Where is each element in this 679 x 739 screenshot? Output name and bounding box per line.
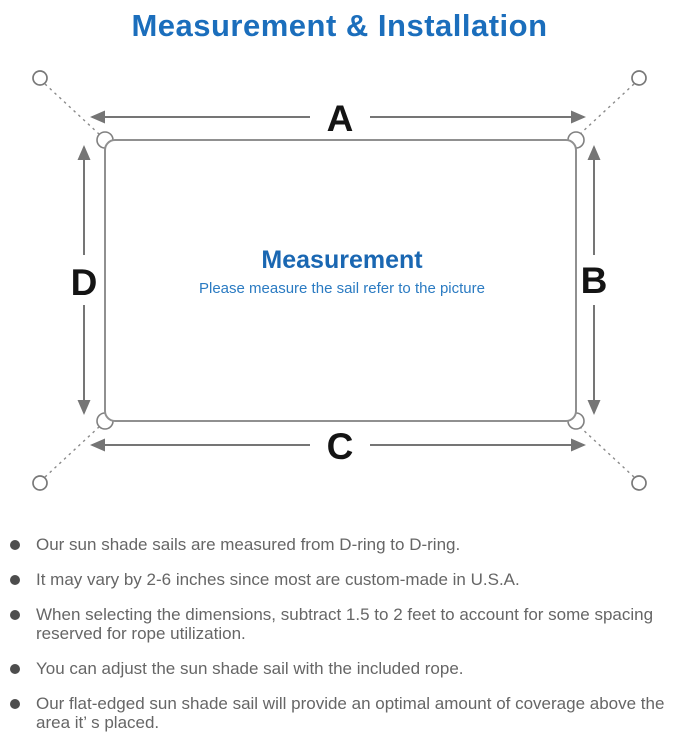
list-item: It may vary by 2-6 inches since most are… <box>10 570 679 589</box>
anchor-point-icon-bottom-left <box>32 475 48 491</box>
note-text: When selecting the dimensions, subtract … <box>36 605 654 643</box>
bullet-icon <box>10 575 20 585</box>
measurement-diagram: A B C D Measurement Please measure the s… <box>32 70 647 491</box>
page-title: Measurement & Installation <box>131 8 548 43</box>
dimension-label-c: C <box>327 426 354 467</box>
note-text: You can adjust the sun shade sail with t… <box>36 659 464 678</box>
anchor-point-icon-bottom-right <box>631 475 647 491</box>
note-text: It may vary by 2-6 inches since most are… <box>36 570 520 589</box>
diagram-center-heading: Measurement <box>261 246 423 274</box>
dimension-label-b: B <box>581 260 608 301</box>
dimension-label-d: D <box>71 262 98 303</box>
list-item: You can adjust the sun shade sail with t… <box>10 659 679 678</box>
anchor-point-icon-top-right <box>631 70 647 86</box>
sail-rectangle <box>104 139 577 422</box>
list-item: Our flat-edged sun shade sail will provi… <box>10 694 679 732</box>
rope-dashed-line-top-left <box>44 83 100 135</box>
note-text: Our flat-edged sun shade sail will provi… <box>36 694 665 732</box>
note-text: Our sun shade sails are measured from D-… <box>36 535 461 554</box>
diagram-center-subheading: Please measure the sail refer to the pic… <box>199 280 485 297</box>
notes-list: Our sun shade sails are measured from D-… <box>0 535 679 732</box>
rope-dashed-line-bottom-right <box>579 426 635 478</box>
rope-dashed-line-bottom-left <box>44 426 100 478</box>
bullet-icon <box>10 540 20 550</box>
list-item: When selecting the dimensions, subtract … <box>10 605 679 643</box>
bullet-icon <box>10 610 20 620</box>
anchor-point-icon-top-left <box>32 70 48 86</box>
bullet-icon <box>10 699 20 709</box>
dimension-label-a: A <box>327 98 354 139</box>
rope-dashed-line-top-right <box>579 83 635 135</box>
list-item: Our sun shade sails are measured from D-… <box>10 535 679 554</box>
bullet-icon <box>10 664 20 674</box>
